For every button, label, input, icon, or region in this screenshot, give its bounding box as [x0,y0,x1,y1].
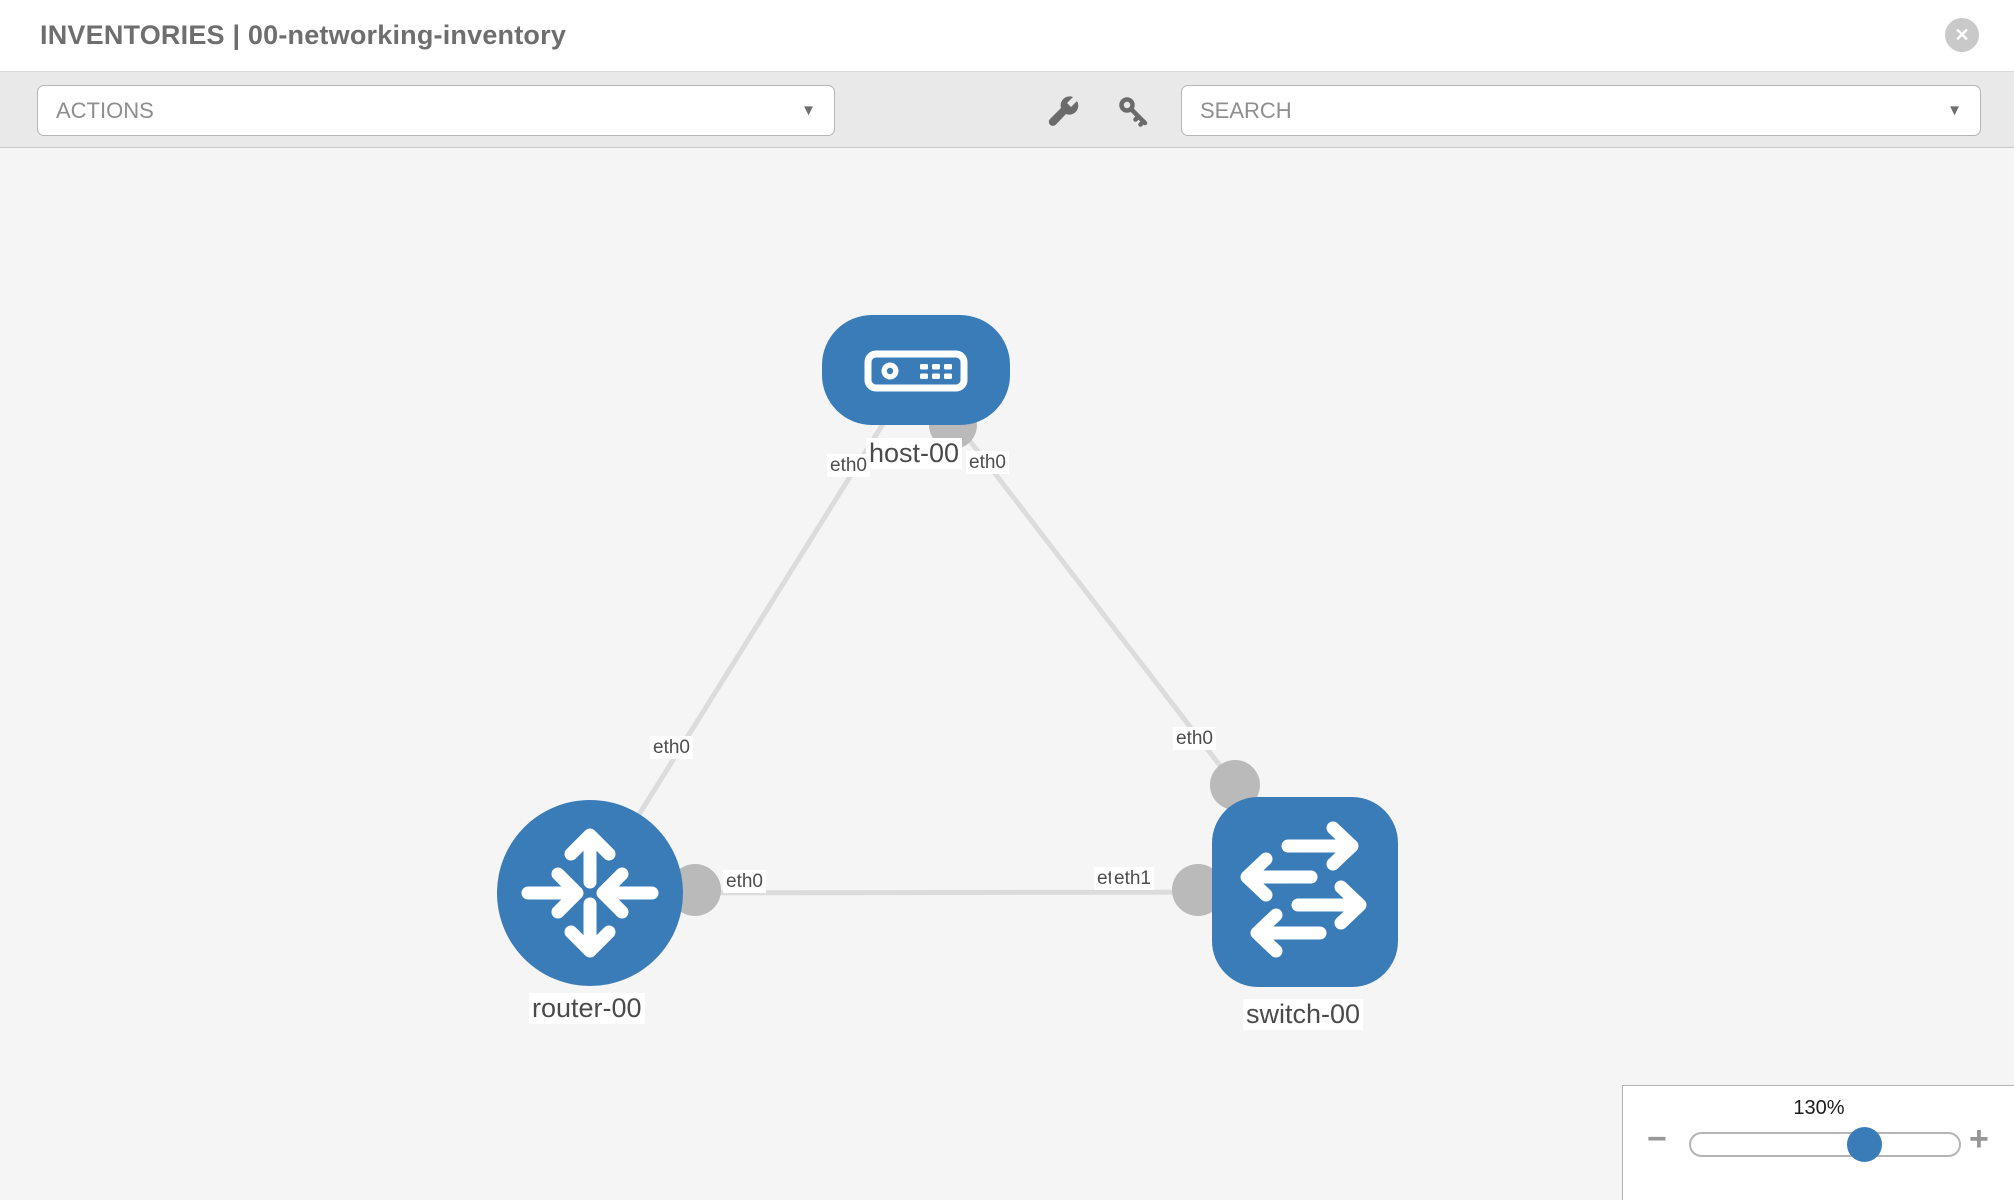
host-icon [864,350,968,392]
topology-canvas[interactable]: host-00 router-00 switch-00 eth0 eth0 et… [0,148,2014,1200]
caret-down-icon: ▼ [801,102,816,119]
toolbar: ACTIONS ▼ SEARCH ▼ [0,72,2014,148]
zoom-slider-thumb[interactable] [1847,1127,1882,1162]
search-dropdown-label: SEARCH [1200,97,1292,123]
iface-label-router-to-switch: eth0 [723,870,766,893]
router-icon [521,828,659,958]
caret-down-icon: ▼ [1947,102,1962,119]
credentials-button[interactable] [1115,93,1151,129]
key-icon [1119,97,1148,127]
iface-label-host-to-switch: eth0 [966,451,1009,474]
close-button[interactable]: ✕ [1945,18,1979,52]
close-icon: ✕ [1954,24,1970,45]
zoom-slider[interactable] [1689,1132,1961,1157]
node-label-host: host-00 [866,438,963,469]
wrench-icon [1048,96,1079,126]
port-switch-left [1172,864,1224,916]
switch-icon [1240,821,1367,958]
node-host[interactable] [822,315,1010,425]
node-router[interactable] [497,800,683,986]
iface-label-switch-from-host: eth0 [1173,727,1216,750]
zoom-in-button[interactable]: + [1969,1122,1989,1156]
minus-icon: − [1647,1120,1667,1158]
zoom-out-button[interactable]: − [1647,1122,1667,1156]
plus-icon: + [1969,1120,1989,1158]
zoom-control-panel: 130% − + [1622,1085,2014,1200]
actions-dropdown-label: ACTIONS [56,97,154,123]
search-dropdown[interactable]: SEARCH ▼ [1181,85,1981,136]
iface-label-router-from-host: eth0 [650,736,693,759]
zoom-level: 130% [1793,1097,1845,1119]
node-label-switch: switch-00 [1243,999,1364,1030]
configure-button[interactable] [1045,93,1081,129]
iface-label-host-to-router: eth0 [827,454,870,477]
page-title: INVENTORIES | 00-networking-inventory [40,20,567,50]
actions-dropdown[interactable]: ACTIONS ▼ [37,85,835,136]
page-header: INVENTORIES | 00-networking-inventory ✕ [0,0,2014,72]
port-switch-top [1210,760,1260,810]
node-label-router: router-00 [529,993,645,1024]
iface-label-switch-from-router: eth1 [1111,867,1154,890]
node-switch[interactable] [1212,797,1398,987]
